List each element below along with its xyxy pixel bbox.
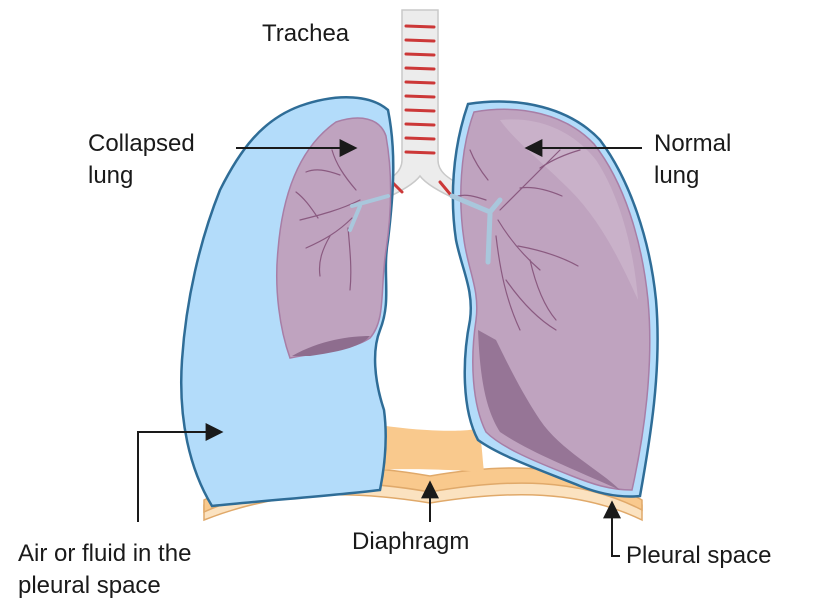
- air-fluid-label-line1: Air or fluid in the: [18, 538, 191, 570]
- trachea-label-text: Trachea: [262, 18, 349, 50]
- normal-lung-label: Normal lung: [654, 128, 731, 192]
- diaphragm-label-text: Diaphragm: [352, 526, 469, 558]
- normal-lung-label-line2: lung: [654, 160, 731, 192]
- collapsed-lung-label: Collapsed lung: [88, 128, 195, 192]
- pleural-space-label-text: Pleural space: [626, 540, 771, 572]
- pleural-space-arrow: [612, 504, 620, 556]
- air-fluid-label-line2: pleural space: [18, 570, 191, 602]
- air-fluid-label: Air or fluid in the pleural space: [18, 538, 191, 602]
- collapsed-lung-label-line1: Collapsed: [88, 128, 195, 160]
- diaphragm-label: Diaphragm: [352, 526, 469, 558]
- pleural-space-label: Pleural space: [626, 540, 771, 572]
- trachea-label: Trachea: [262, 18, 349, 50]
- collapsed-lung-label-line2: lung: [88, 160, 195, 192]
- normal-lung-label-line1: Normal: [654, 128, 731, 160]
